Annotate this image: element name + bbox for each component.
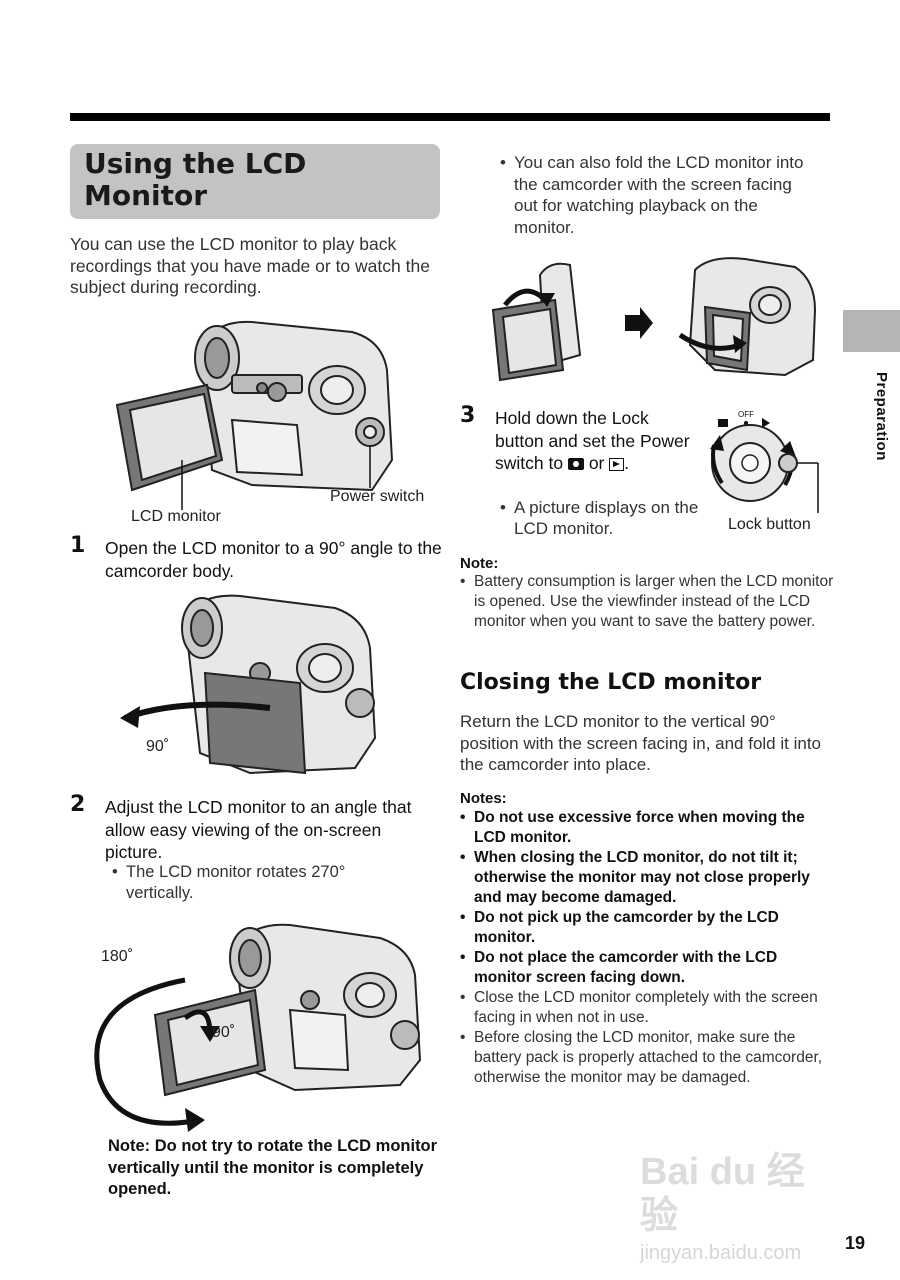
section-title-box: Using the LCD Monitor xyxy=(70,144,440,219)
closing-heading: Closing the LCD monitor xyxy=(460,670,762,695)
section-title: Using the LCD Monitor xyxy=(84,147,307,212)
side-tab-label: Preparation xyxy=(873,372,890,461)
closing-text: Return the LCD monitor to the vertical 9… xyxy=(460,712,821,774)
dial-off-label: OFF xyxy=(738,410,754,419)
step-3-number: 3 xyxy=(460,403,476,428)
notes-bold-item: Do not place the camcorder with the LCD … xyxy=(460,948,830,988)
camcorder-rotation-figure xyxy=(94,923,422,1132)
step-2-number: 2 xyxy=(70,792,86,817)
notes-heading: Notes: xyxy=(460,790,507,807)
left-note: Note: Do not try to rotate the LCD monit… xyxy=(108,1137,438,1198)
side-tab-marker xyxy=(843,310,900,352)
label-lcd-monitor: LCD monitor xyxy=(131,508,221,525)
power-dial-figure xyxy=(710,418,819,513)
step-2-bullet: The LCD monitor rotates 270° vertically. xyxy=(112,862,392,904)
step-3-bullet-block: A picture displays on the LCD monitor. xyxy=(500,497,705,539)
notes-bold-item: Do not pick up the camcorder by the LCD … xyxy=(460,908,830,948)
baidu-watermark: Bai du 经验 jingyan.baidu.com xyxy=(640,1150,840,1264)
step-3-or: or xyxy=(588,453,605,473)
watermark-url: jingyan.baidu.com xyxy=(640,1242,802,1264)
step-3-text: Hold down the Lock button and set the Po… xyxy=(495,408,690,473)
camcorder-open-lcd-figure xyxy=(115,320,394,510)
note-1-text: Battery consumption is larger when the L… xyxy=(460,572,835,632)
notes-item: Before closing the LCD monitor, make sur… xyxy=(460,1028,830,1088)
camera-mode-icon xyxy=(567,458,584,470)
step-3-bullet: A picture displays on the LCD monitor. xyxy=(500,497,705,539)
step-1-number: 1 xyxy=(70,533,86,558)
note-heading: Note: xyxy=(460,555,499,572)
step-3-text-block: Hold down the Lock button and set the Po… xyxy=(495,408,690,473)
intro-text: You can use the LCD monitor to play back… xyxy=(70,234,430,297)
camcorder-90-degree-figure xyxy=(120,594,377,775)
fold-screen-out-figure xyxy=(491,257,817,382)
angle-90-label: 90˚ xyxy=(146,738,170,755)
notes-list: Do not use excessive force when moving t… xyxy=(460,808,830,1088)
page-number: 19 xyxy=(845,1233,866,1253)
playback-mode-icon xyxy=(609,458,625,471)
notes-bold-item: Do not use excessive force when moving t… xyxy=(460,808,830,848)
step-1-text: Open the LCD monitor to a 90° angle to t… xyxy=(105,538,442,581)
step-2-bullet-text: The LCD monitor rotates 270° vertically. xyxy=(112,862,392,904)
angle-90-inner-label: 90˚ xyxy=(212,1024,236,1041)
top-rule xyxy=(70,113,830,121)
step-2-text: Adjust the LCD monitor to an angle that … xyxy=(105,797,412,862)
note-1-block: Battery consumption is larger when the L… xyxy=(460,572,835,632)
label-power-switch: Power switch xyxy=(330,488,425,505)
label-lock-button: Lock button xyxy=(728,516,811,533)
fold-out-bullet-block: You can also fold the LCD monitor into t… xyxy=(500,152,820,238)
notes-bold-item: When closing the LCD monitor, do not til… xyxy=(460,848,830,908)
notes-item: Close the LCD monitor completely with th… xyxy=(460,988,830,1028)
watermark-brand: Bai du 经验 xyxy=(640,1151,805,1237)
angle-180-label: 180˚ xyxy=(101,948,134,965)
fold-out-bullet: You can also fold the LCD monitor into t… xyxy=(500,152,820,238)
